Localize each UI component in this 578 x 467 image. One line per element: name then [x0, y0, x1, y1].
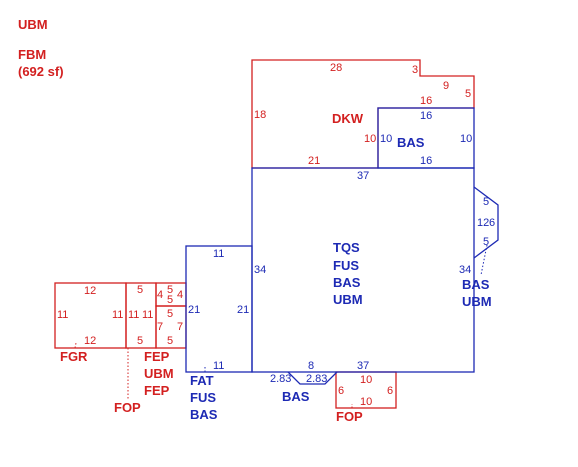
- main-area-label-4: UBM: [333, 292, 363, 307]
- dim-small2-5-bottom: 5: [167, 335, 173, 347]
- dim-small-5-top: 5: [167, 284, 173, 296]
- fat-area-label-2: FUS: [190, 390, 216, 405]
- dim-fat-top: 11: [213, 248, 224, 260]
- dim-dkw-left: 18: [254, 109, 266, 121]
- fat-area-label-3: BAS: [190, 407, 218, 422]
- dim-main-bottom-8: 8: [308, 360, 314, 372]
- bay-leader-line: [480, 244, 488, 276]
- dim-small-5-mid: 5: [167, 294, 173, 306]
- bottom-triangle-outline: [287, 371, 338, 385]
- dim-main-top: 37: [357, 170, 369, 182]
- bay-area-label-2: UBM: [462, 294, 492, 309]
- dim-bay-6: 6: [489, 217, 495, 229]
- dim-bay-5-top: 5: [483, 196, 489, 208]
- dim-bas-top-bottom: 16: [420, 155, 432, 167]
- dim-small-4-right: 4: [177, 289, 183, 301]
- fep-area-label-3: FEP: [144, 383, 170, 398]
- dim-dkw-step2: 9: [443, 80, 449, 92]
- fgr-leader-line: [74, 342, 77, 349]
- main-area-label-3: BAS: [333, 275, 361, 290]
- dim-fop-right-left: 6: [338, 385, 344, 397]
- dim-fat-right: 21: [237, 304, 249, 316]
- dim-main-left: 34: [254, 264, 266, 276]
- dim-dkw-top: 28: [330, 62, 342, 74]
- dim-dkw-bottom: 21: [308, 155, 320, 167]
- dim-main-right: 34: [459, 264, 471, 276]
- dim-fop-right-right: 6: [387, 385, 393, 397]
- fgr-area-label: FGR: [60, 349, 88, 364]
- dim-fop-right-top: 10: [360, 374, 372, 386]
- dim-fat-left: 21: [188, 304, 200, 316]
- dim-fep-bottom: 5: [137, 335, 143, 347]
- dim-fgr-bottom: 12: [84, 335, 96, 347]
- bay-area-label-1: BAS: [462, 277, 490, 292]
- dim-dkw-10: 10: [364, 133, 376, 145]
- fat-wing-outline: [185, 245, 253, 373]
- dim-fgr-top: 12: [84, 285, 96, 297]
- ubm-header-label: UBM: [18, 17, 48, 32]
- dim-fgr-right: 11: [112, 309, 123, 321]
- dim-bas-top-left: 10: [380, 133, 392, 145]
- dim-fgr-left: 11: [57, 309, 68, 321]
- fop-left-area-label: FOP: [114, 400, 141, 415]
- dim-bay-5-bottom: 5: [483, 236, 489, 248]
- main-area-label-1: TQS: [333, 240, 360, 255]
- dim-fep-top: 5: [137, 284, 143, 296]
- dim-fep-right: 11: [142, 309, 153, 321]
- bas-top-area-label: BAS: [397, 135, 425, 150]
- dim-fat-bottom: 11: [213, 360, 224, 372]
- dim-dkw-16: 16: [420, 95, 432, 107]
- main-house-outline: [251, 167, 475, 373]
- dim-bas-top-right: 10: [460, 133, 472, 145]
- dim-bas-top-16: 16: [420, 110, 432, 122]
- dim-dkw-step3: 5: [465, 88, 471, 100]
- dim-small2-7-left: 7: [157, 321, 163, 333]
- dim-tri-right: 2.83: [306, 373, 327, 385]
- main-area-label-2: FUS: [333, 258, 359, 273]
- fep-area-label-2: UBM: [144, 366, 174, 381]
- dim-dkw-step1: 3: [412, 64, 418, 76]
- dim-bay-12: 12: [477, 217, 489, 229]
- fbm-header-label: FBM: [18, 47, 46, 62]
- fop-right-area-label: FOP: [336, 409, 363, 424]
- dim-small2-7-right: 7: [177, 321, 183, 333]
- dkw-area-label: DKW: [332, 111, 364, 126]
- dim-tri-left: 2.83: [270, 373, 291, 385]
- fep-area-label-1: FEP: [144, 349, 170, 364]
- dim-main-bottom-37: 37: [357, 360, 369, 372]
- bas-bottom-area-label: BAS: [282, 389, 310, 404]
- fbm-area-label: (692 sf): [18, 64, 64, 79]
- dim-fep-left: 11: [128, 309, 139, 321]
- dim-small2-5-top: 5: [167, 308, 173, 320]
- fat-area-label-1: FAT: [190, 373, 214, 388]
- dim-fop-right-bottom: 10: [360, 396, 372, 408]
- dim-small-4-left: 4: [157, 289, 163, 301]
